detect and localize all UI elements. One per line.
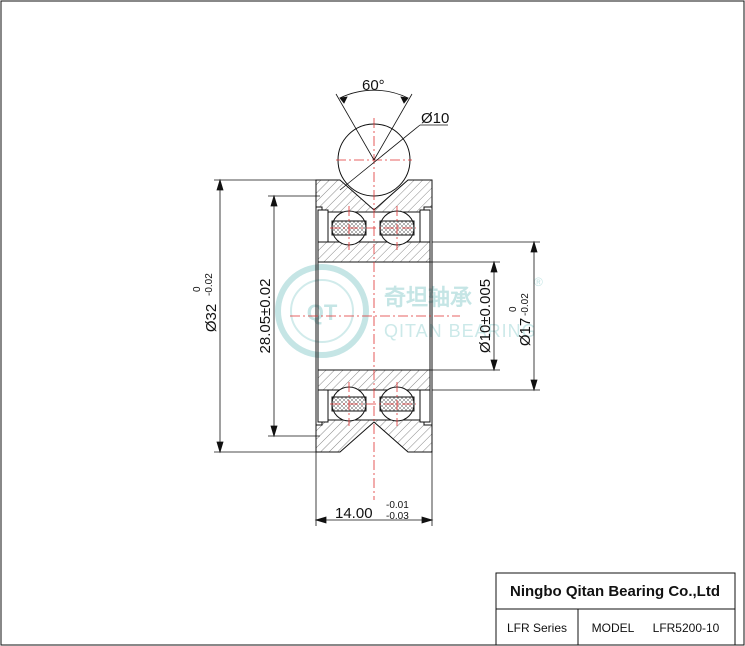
bearing-section	[315, 123, 433, 453]
width-dimension: 14.00 -0.01 -0.03	[335, 500, 409, 522]
seal-top-right	[419, 209, 431, 243]
model-value: LFR5200-10	[653, 621, 720, 635]
seal-bottom-left	[317, 389, 329, 423]
groove-diameter-dimension: 28.05±0.02	[257, 279, 274, 354]
watermark-logo-text: QT	[307, 300, 338, 325]
svg-text:-0.01: -0.01	[386, 500, 409, 511]
dimension-lines	[214, 178, 540, 526]
watermark-logo-ring	[275, 264, 369, 358]
svg-text:0: 0	[508, 306, 519, 312]
model-label: MODEL	[592, 621, 635, 635]
angle-dimension	[335, 89, 448, 191]
ball-diameter-label: Ø10	[421, 110, 449, 127]
svg-text:Ø17: Ø17	[517, 318, 534, 346]
bore-diameter-dimension: Ø10±0.005	[477, 279, 494, 353]
seal-top-left	[317, 209, 329, 243]
svg-text:Ø10±0.005: Ø10±0.005	[477, 279, 494, 353]
outer-ring-bottom-section	[315, 419, 433, 453]
inner-ring-diameter-dimension: Ø17 0 -0.02	[508, 293, 534, 346]
watermark-chinese-text: 奇坦轴承	[384, 285, 472, 310]
title-block	[495, 572, 736, 646]
angle-label: 60°	[362, 77, 385, 94]
watermark-registered-mark: ®	[534, 275, 543, 289]
outer-ring-top-section	[315, 179, 433, 213]
svg-text:-0.02: -0.02	[204, 273, 215, 296]
seal-bottom-right	[419, 389, 431, 423]
watermark: QT 奇坦轴承 QITAN BEARING ®	[275, 264, 543, 358]
company-name: Ningbo Qitan Bearing Co.,Ltd	[510, 583, 720, 600]
svg-text:0: 0	[192, 286, 203, 292]
svg-text:-0.03: -0.03	[386, 511, 409, 522]
svg-text:28.05±0.02: 28.05±0.02	[257, 279, 274, 354]
svg-text:14.00: 14.00	[335, 505, 373, 522]
series-label: LFR Series	[507, 621, 567, 635]
watermark-english-text: QITAN BEARING	[384, 321, 537, 341]
outer-diameter-dimension: Ø32 0 -0.02	[192, 273, 220, 332]
svg-text:Ø32: Ø32	[203, 304, 220, 332]
centerlines	[290, 118, 460, 500]
svg-text:-0.02: -0.02	[520, 293, 531, 316]
